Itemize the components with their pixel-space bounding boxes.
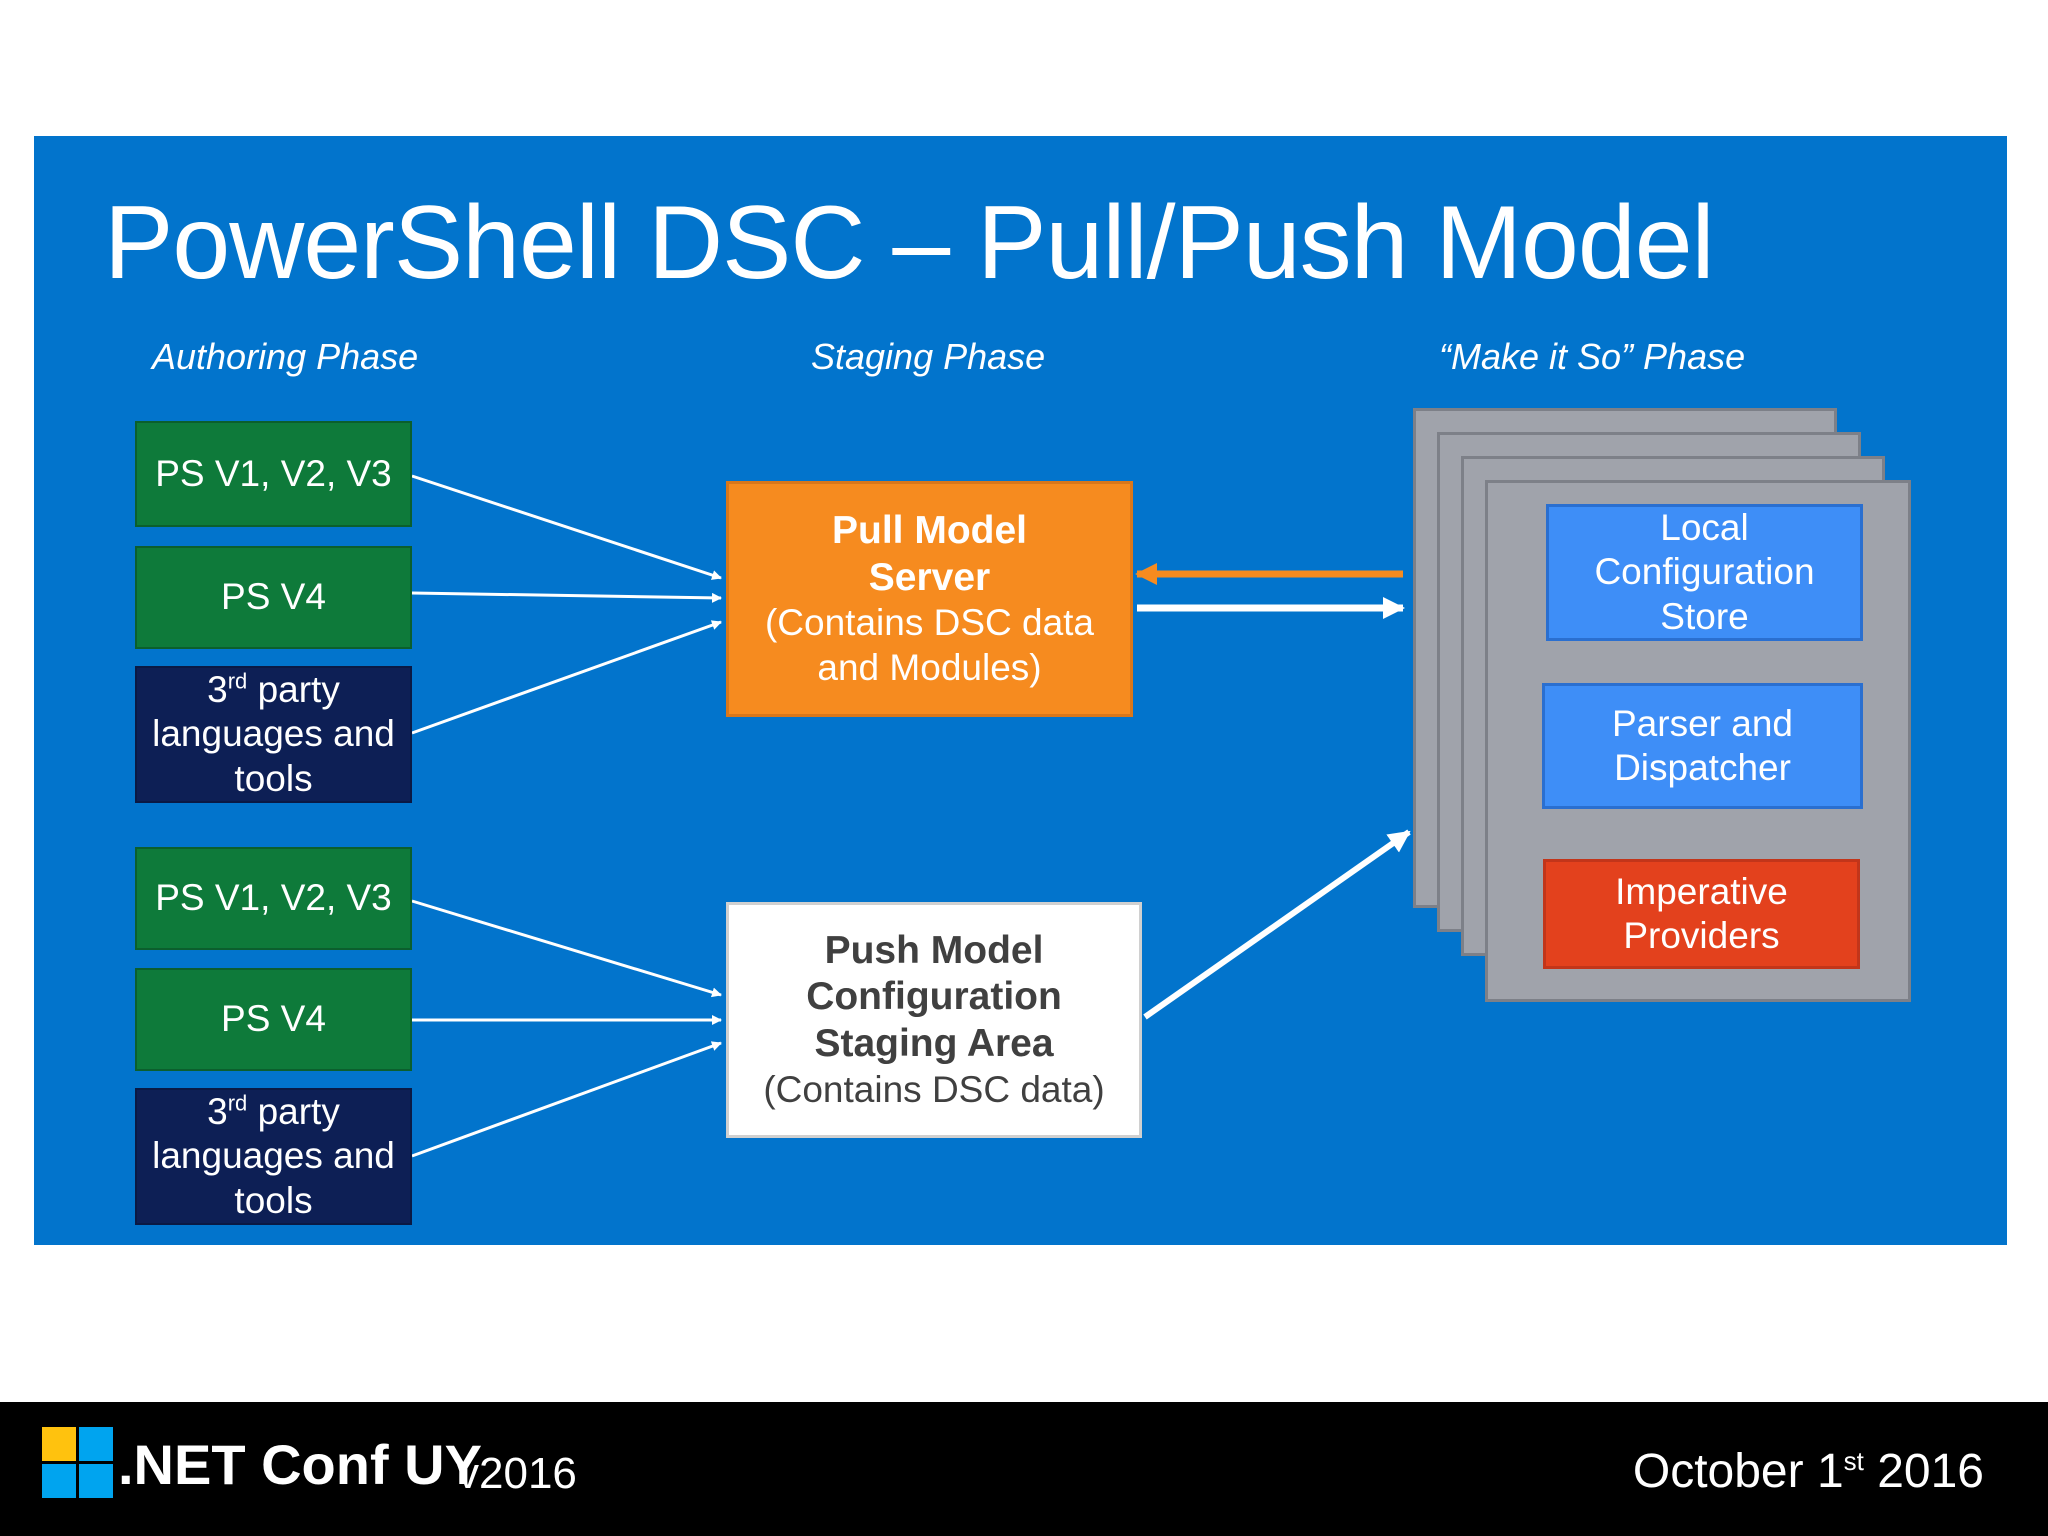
push-source-ps-v1-v3-label: PS V1, V2, V3: [155, 877, 392, 919]
push-source-ps-v1-v3: PS V1, V2, V3: [135, 847, 412, 950]
parser-line2: Dispatcher: [1614, 747, 1791, 788]
pull-model-server: Pull Model Server (Contains DSC data and…: [726, 481, 1133, 717]
parser-and-dispatcher: Parser and Dispatcher: [1542, 683, 1863, 809]
date-sup: st: [1843, 1446, 1864, 1476]
phase-label-make-it-so: “Make it So” Phase: [1439, 336, 1746, 377]
push-area-line3: Staging Area: [814, 1022, 1054, 1066]
conference-version: v2016: [457, 1449, 577, 1498]
imperative-providers: Imperative Providers: [1543, 859, 1860, 969]
parser-line1: Parser and: [1612, 702, 1793, 744]
pull-source-third-party-sup: rd: [227, 668, 248, 694]
windows-logo-icon: [42, 1427, 114, 1499]
arrow-pull-ps-v1-v3: [411, 474, 722, 580]
push-source-third-party-line3: tools: [234, 1179, 313, 1221]
lcs-line3: Store: [1660, 595, 1749, 637]
phase-label-authoring: Authoring Phase: [152, 336, 419, 377]
pull-source-third-party-line3: tools: [234, 757, 313, 799]
conference-date: October 1st 2016: [1633, 1444, 1984, 1499]
logo-tile-top-left: [42, 1427, 76, 1461]
push-area-line2: Configuration: [806, 975, 1062, 1019]
slide: PowerShell DSC – Pull/Push Model Authori…: [34, 136, 2007, 1245]
pull-source-ps-v4: PS V4: [135, 546, 412, 649]
push-source-third-party-rest: party: [247, 1090, 340, 1132]
pull-source-third-party-rest: party: [247, 668, 340, 710]
lcs-line2: Configuration: [1594, 551, 1815, 593]
pull-server-line1: Pull Model: [832, 508, 1027, 552]
push-source-third-party-line1: 3rd party: [207, 1090, 340, 1134]
pull-server-line4: and Modules): [817, 646, 1042, 688]
footer-bar: .NET Conf UY v2016 October 1st 2016: [0, 1402, 2048, 1536]
arrow-push-area-to-node: [1143, 829, 1411, 1020]
arrow-pull-ps-v4: [411, 591, 722, 603]
push-source-third-party-sup: rd: [227, 1090, 248, 1116]
local-configuration-store: Local Configuration Store: [1546, 504, 1863, 641]
push-source-ps-v4: PS V4: [135, 968, 412, 1071]
lcs-line1: Local: [1660, 506, 1749, 548]
push-source-ps-v4-label: PS V4: [221, 998, 326, 1040]
push-area-line1: Push Model: [824, 928, 1044, 972]
arrow-pull-third-party: [411, 620, 722, 735]
push-source-third-party-line2: languages and: [152, 1135, 395, 1177]
slide-title: PowerShell DSC – Pull/Push Model: [104, 185, 1715, 301]
pull-source-ps-v1-v3-label: PS V1, V2, V3: [155, 452, 392, 494]
pull-source-third-party-prefix: 3: [207, 668, 228, 710]
pull-source-third-party-line2: languages and: [152, 713, 395, 755]
date-suffix: 2016: [1863, 1445, 1984, 1498]
flow-arrows: [411, 474, 1411, 1158]
push-source-third-party-prefix: 3: [207, 1090, 228, 1132]
pull-server-line2: Server: [868, 555, 991, 599]
providers-line1: Imperative: [1615, 870, 1788, 912]
push-area-line4: (Contains DSC data): [763, 1069, 1105, 1110]
arrow-push-ps-v1-v3: [411, 899, 722, 998]
date-prefix: October 1: [1632, 1445, 1844, 1498]
conference-name: .NET Conf UY: [118, 1433, 482, 1496]
providers-line2: Providers: [1623, 915, 1780, 956]
push-source-third-party: 3rd party languages and tools: [135, 1088, 412, 1225]
push-staging-area: Push Model Configuration Staging Area (C…: [726, 902, 1142, 1138]
pull-source-ps-v4-label: PS V4: [221, 576, 326, 618]
pull-source-third-party: 3rd party languages and tools: [135, 666, 412, 803]
phase-label-staging: Staging Phase: [811, 336, 1046, 377]
pull-source-ps-v1-v3: PS V1, V2, V3: [135, 421, 412, 527]
logo-tile-bottom-right: [79, 1464, 113, 1498]
pull-source-third-party-line1: 3rd party: [207, 668, 340, 712]
logo-tile-top-right: [79, 1427, 113, 1461]
pull-server-line3: (Contains DSC data: [764, 602, 1095, 644]
arrow-push-third-party: [411, 1041, 722, 1158]
logo-tile-bottom-left: [42, 1464, 76, 1498]
